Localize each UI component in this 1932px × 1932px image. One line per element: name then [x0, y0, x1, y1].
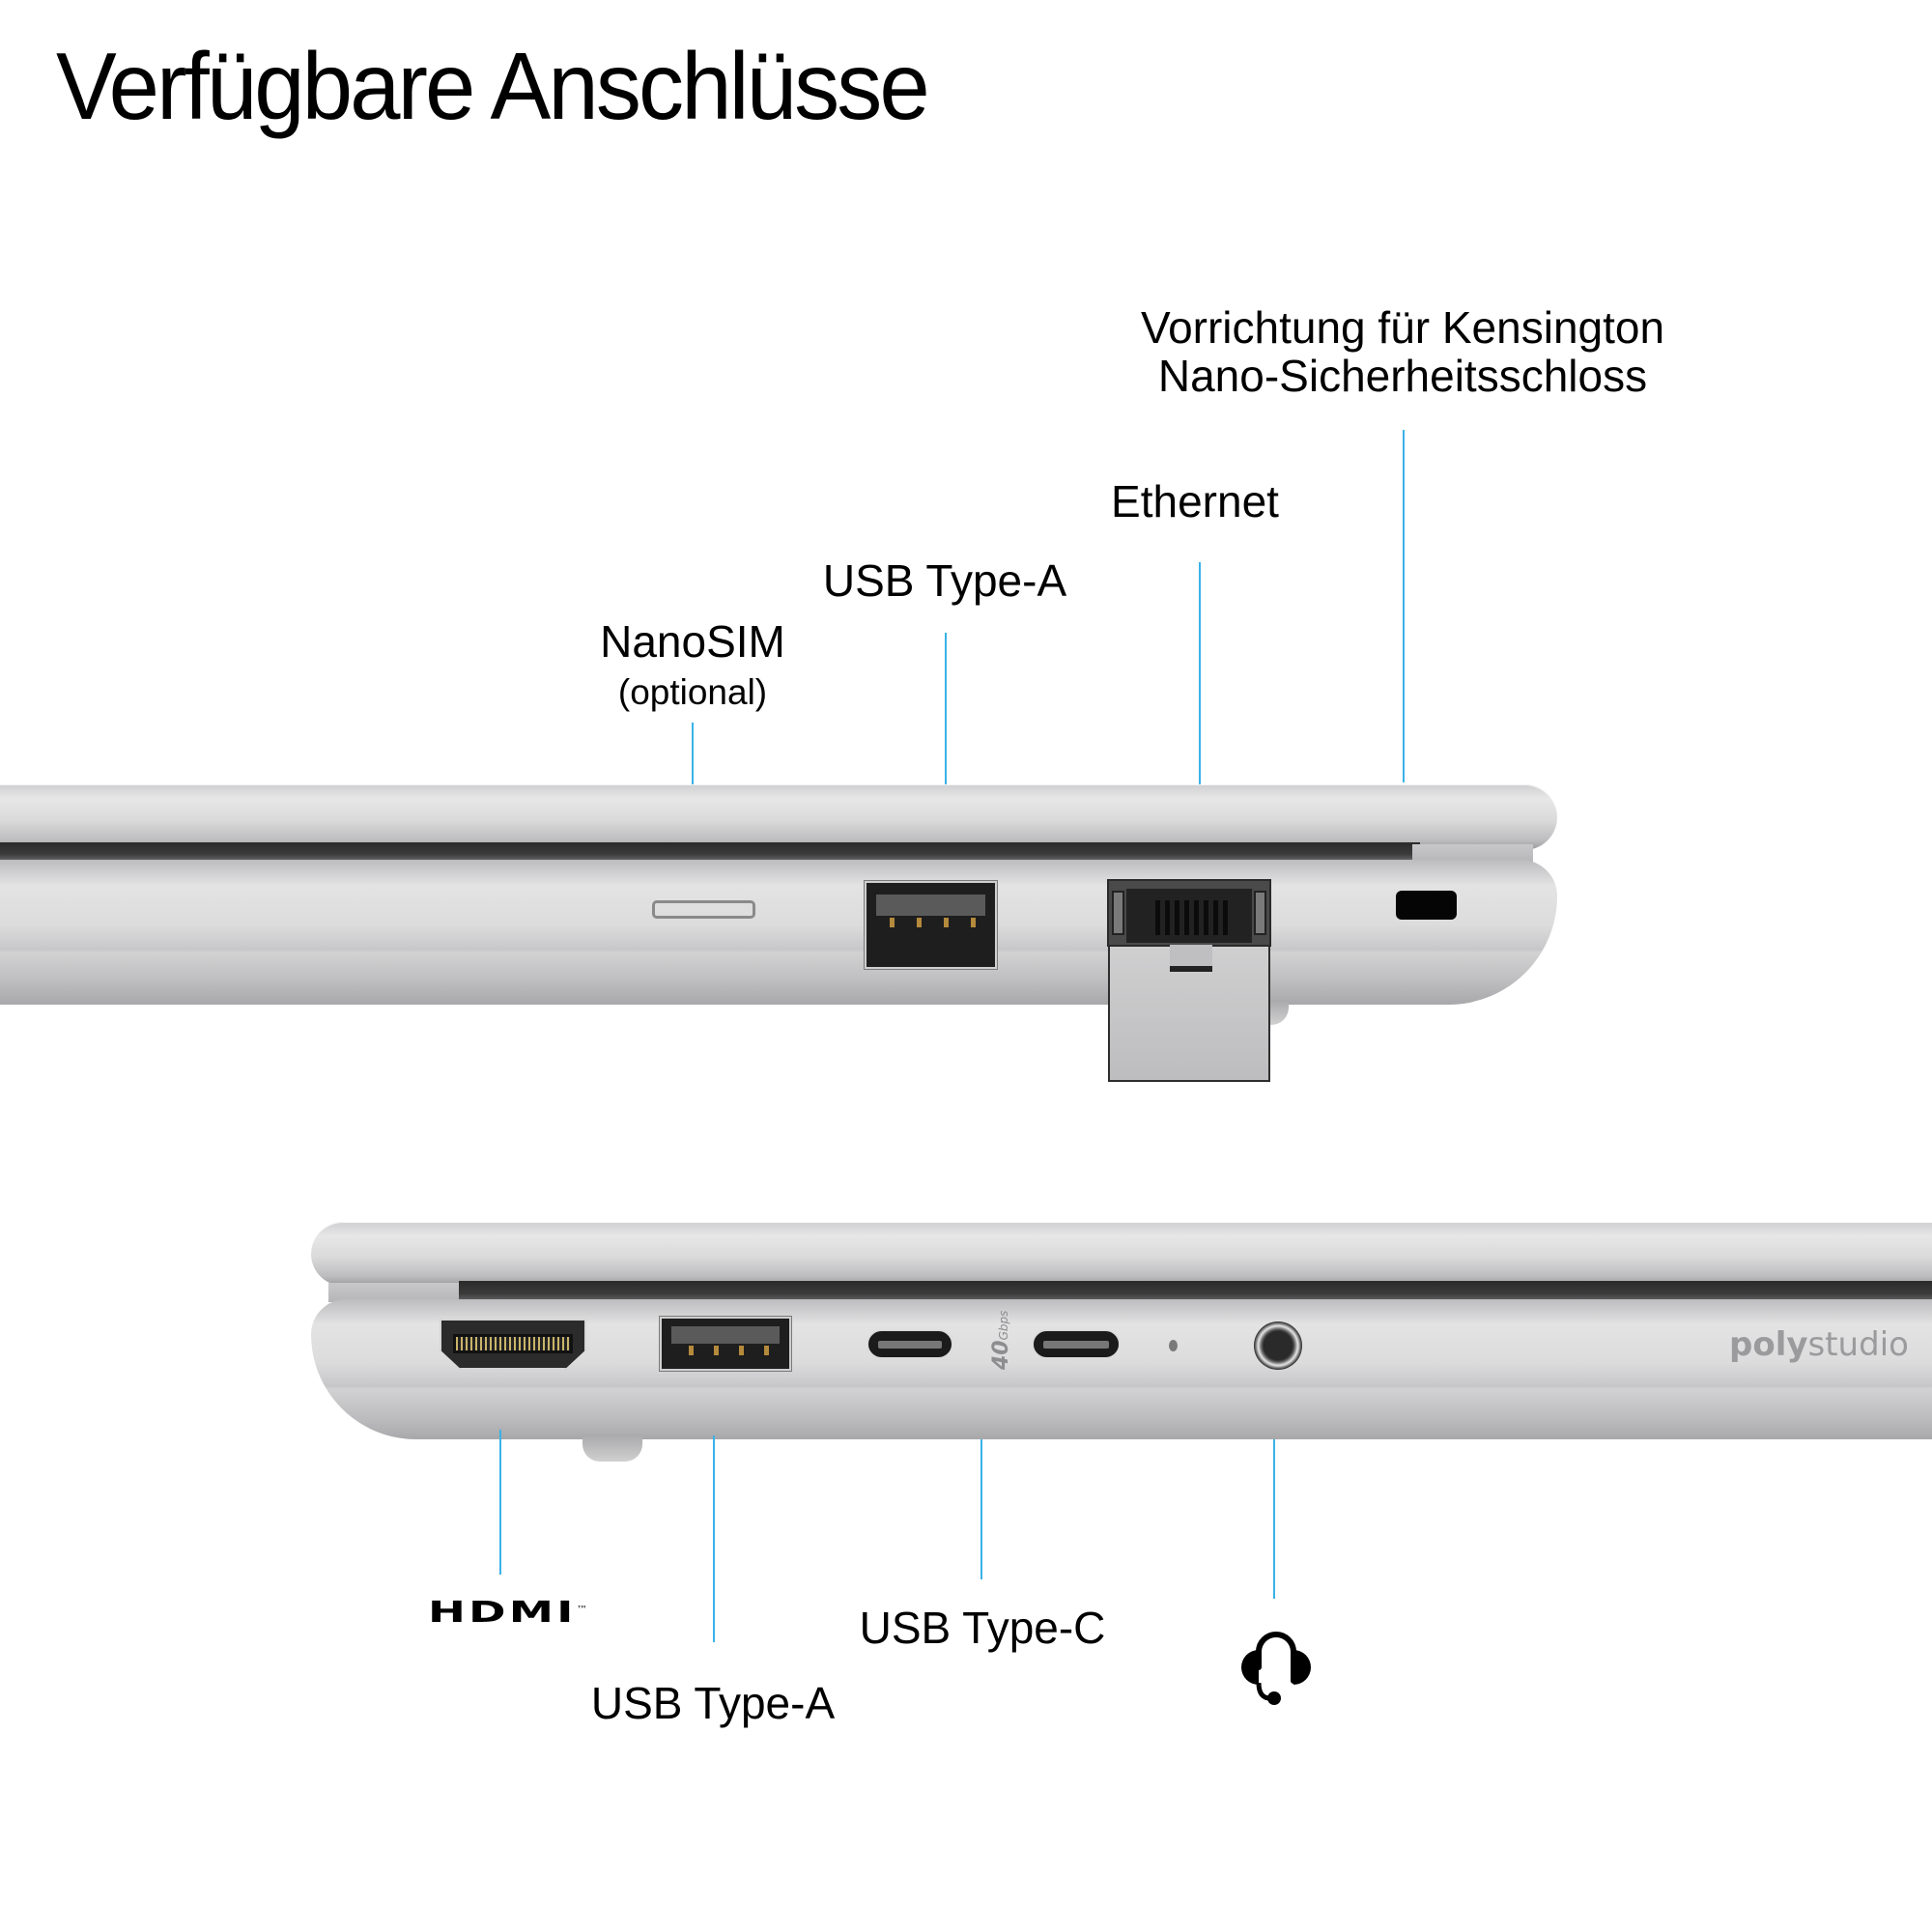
usb-a-tongue	[671, 1326, 780, 1344]
usb-a-label-top: USB Type-A	[822, 555, 1067, 606]
kensington-label: Vorrichtung für Kensington Nano-Sicherhe…	[1141, 303, 1664, 400]
top-lid	[0, 784, 1557, 850]
headset-icon	[1239, 1631, 1313, 1708]
leader-line-usb-a-bottom	[713, 1435, 715, 1642]
kensington-label-line2: Nano-Sicherheitsschloss	[1157, 351, 1648, 401]
bottom-hinge-gap	[459, 1281, 1932, 1302]
bottom-lid	[311, 1222, 1932, 1286]
usb-pin	[917, 918, 922, 927]
audio-jack[interactable]	[1254, 1321, 1302, 1370]
usb-c-port-1[interactable]	[867, 1329, 953, 1359]
hdmi-trademark: ™	[576, 1605, 591, 1613]
leader-line-audio	[1273, 1439, 1275, 1599]
thunderbolt-40gbps-badge: 40Gbps	[989, 1311, 1013, 1370]
cover-notch-shadow	[1170, 966, 1212, 972]
hdmi-contacts	[453, 1334, 573, 1353]
usb-pin	[944, 918, 949, 927]
usb-pin	[890, 918, 895, 927]
hdmi-logo-text: HDMI	[428, 1596, 577, 1630]
usb-pin	[689, 1346, 694, 1355]
ethernet-flip-cover[interactable]	[1108, 945, 1270, 1082]
bottom-rubber-foot	[582, 1435, 642, 1462]
leader-line-nanosim	[692, 723, 694, 790]
usb-pin	[714, 1346, 719, 1355]
ethernet-label: Ethernet	[1111, 476, 1279, 526]
top-hinge-gap	[0, 842, 1420, 862]
usb-pin	[764, 1346, 769, 1355]
nanosim-label: NanoSIM	[600, 616, 785, 667]
ethernet-port[interactable]	[1107, 879, 1271, 947]
brand-bold: poly	[1729, 1325, 1808, 1364]
kensington-label-line1: Vorrichtung für Kensington	[1140, 302, 1665, 353]
polystudio-logo: polystudio	[1729, 1325, 1909, 1364]
top-hinge-plate	[1412, 844, 1533, 864]
usb-a-label-bottom: USB Type-A	[590, 1678, 836, 1728]
kensington-lock-slot[interactable]	[1396, 891, 1457, 920]
status-led	[1169, 1340, 1178, 1351]
ethernet-pins	[1155, 900, 1228, 935]
leader-line-usb-a-top	[945, 633, 947, 787]
cover-notch	[1170, 945, 1212, 966]
hdmi-port[interactable]	[440, 1319, 586, 1370]
top-base	[0, 860, 1557, 1005]
leader-line-ethernet	[1199, 562, 1201, 784]
usb-a-port-top[interactable]	[864, 880, 998, 970]
usb-c-tongue	[1043, 1341, 1109, 1349]
usb-a-tongue	[876, 895, 985, 916]
usb-c-tongue	[878, 1341, 942, 1349]
usb-c-label: USB Type-C	[859, 1603, 1106, 1653]
brand-regular: studio	[1807, 1325, 1909, 1364]
nanosim-optional-note: (optional)	[617, 672, 768, 712]
leader-line-usb-c	[980, 1439, 982, 1579]
ethernet-led-left	[1112, 891, 1124, 935]
leader-line-kensington	[1403, 430, 1405, 782]
page-title: Verfügbare Anschlüsse	[56, 33, 930, 139]
badge-speed: 40	[989, 1340, 1013, 1370]
usb-a-port-bottom[interactable]	[659, 1316, 792, 1372]
leader-line-hdmi	[499, 1430, 501, 1575]
usb-pin	[739, 1346, 744, 1355]
hdmi-logo: HDMI™	[428, 1596, 591, 1630]
usb-pin	[971, 918, 976, 927]
usb-c-port-2[interactable]	[1032, 1329, 1121, 1359]
badge-unit: Gbps	[997, 1310, 1010, 1341]
bottom-hinge-plate	[328, 1283, 464, 1302]
ethernet-socket	[1126, 889, 1252, 943]
nanosim-slot[interactable]	[652, 900, 755, 919]
ethernet-led-right	[1254, 891, 1266, 935]
